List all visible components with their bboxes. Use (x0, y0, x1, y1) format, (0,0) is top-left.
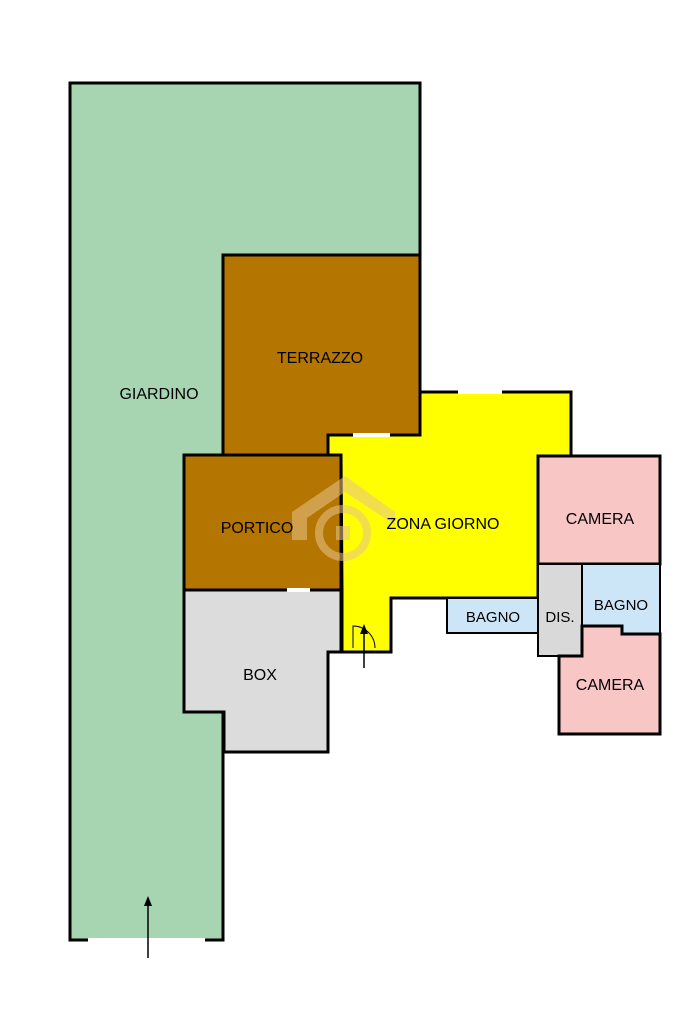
label-terrazzo: TERRAZZO (277, 350, 363, 367)
door-swing-living (352, 625, 376, 649)
label-bagno-right: BAGNO (594, 597, 648, 614)
entrance-arrow-garden (144, 896, 152, 958)
label-box: BOX (243, 667, 277, 684)
room-box (182, 588, 343, 754)
label-giardino: GIARDINO (119, 386, 198, 403)
room-bagno-center (446, 597, 539, 634)
label-dis: DIS. (545, 609, 574, 626)
label-camera-lower: CAMERA (576, 677, 645, 694)
entrance-arrow-living (360, 624, 368, 668)
label-camera-upper: CAMERA (566, 511, 635, 528)
label-bagno-center: BAGNO (466, 609, 520, 626)
label-zona-giorno: ZONA GIORNO (387, 516, 500, 533)
room-camera-upper (536, 454, 662, 566)
label-portico: PORTICO (221, 520, 294, 537)
room-camera-lower (557, 624, 662, 736)
watermark-logo (292, 476, 395, 561)
